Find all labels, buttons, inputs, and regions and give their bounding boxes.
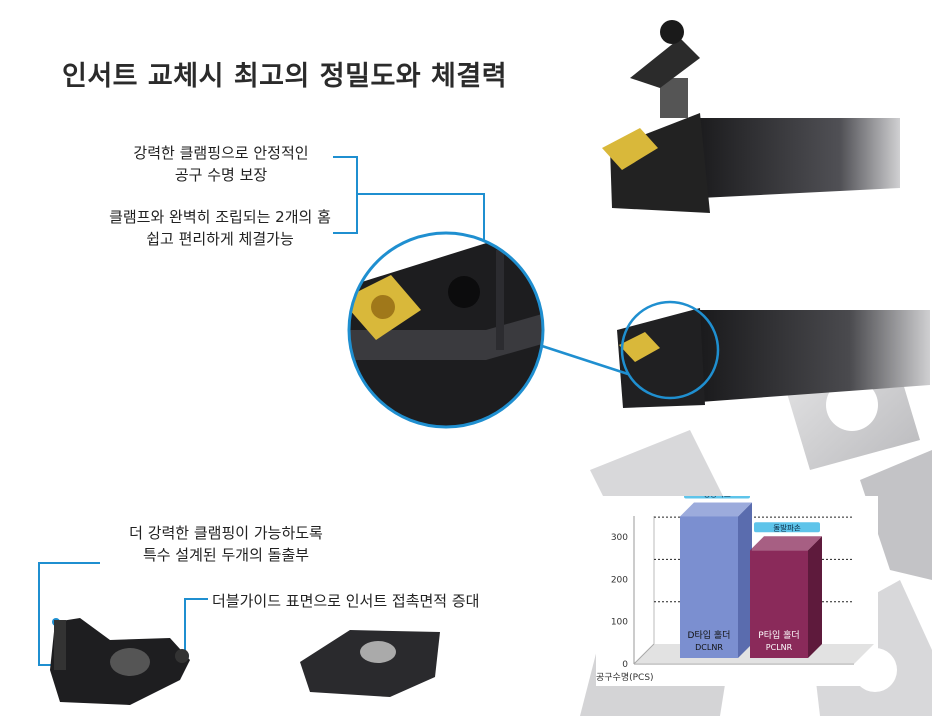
- chart-badge-label: 돌발파손: [773, 523, 801, 532]
- chart-category-label: P타입 홀더: [758, 629, 799, 641]
- page-title: 인서트 교체시 최고의 정밀도와 체결력: [62, 61, 508, 92]
- insert-gold: [602, 128, 658, 170]
- chart-svg: 0 100 200 300 D타입 홀더 DCLNR 정상마모 P타입 홀더 PCLNR 돌발파…: [596, 496, 874, 683]
- callout-clamping-stability: 강력한 클램핑으로 안정적인 공구 수명 보장: [96, 142, 346, 186]
- chart-y-tick-label: 100: [611, 618, 628, 628]
- callout-double-guide: 더블가이드 표면으로 인서트 접촉면적 증대: [212, 592, 480, 610]
- insert-hole: [371, 295, 395, 319]
- chart-category-sublabel: PCLNR: [766, 643, 793, 652]
- chart-category-sublabel: DCLNR: [695, 643, 723, 652]
- chart-bar-side: [808, 536, 822, 658]
- leader-line: [38, 562, 100, 564]
- chart-bar-side: [738, 502, 752, 658]
- leader-line: [483, 193, 485, 273]
- shim-part-illustration: [300, 630, 440, 697]
- callout-line: 강력한 클램핑으로 안정적인: [133, 144, 309, 162]
- leader-line: [184, 598, 186, 654]
- chart-y-tick-label: 0: [622, 660, 628, 670]
- chart-category-label: D타입 홀더: [688, 629, 731, 641]
- chart-bar: [680, 516, 738, 658]
- chart-bar-top: [680, 502, 752, 517]
- insert-shape: [860, 450, 932, 580]
- chart-badge: [754, 522, 820, 533]
- clamp-screw-head: [660, 20, 684, 44]
- callout-protrusions: 더 강력한 클램핑이 가능하도록 특수 설계된 두개의 돌출부: [96, 522, 356, 566]
- connector-line: [541, 344, 629, 376]
- leader-line: [38, 664, 58, 666]
- callout-line: 공구 수명 보장: [174, 166, 268, 184]
- callout-line: 더 강력한 클램핑이 가능하도록: [129, 524, 323, 542]
- clamp-protrusion: [54, 620, 66, 670]
- holder-illustration: [617, 300, 930, 408]
- chart-bar-top: [750, 536, 822, 551]
- chart-badge: [684, 496, 750, 499]
- holder-with-clamp-illustration: [602, 20, 900, 213]
- holder-head: [610, 113, 710, 213]
- callout-two-grooves: 클램프와 완벽히 조립되는 2개의 홈 쉽고 편리하게 체결가능: [70, 206, 370, 250]
- callout-line: 클램프와 완벽히 조립되는 2개의 홈: [109, 208, 331, 226]
- zoom-detail-illustration: [347, 231, 545, 429]
- clamp-protrusion: [175, 649, 189, 663]
- zoom-connector: [541, 344, 629, 376]
- clamp-hole: [110, 648, 150, 676]
- clamp-part-illustration: [50, 618, 190, 705]
- leader-line: [38, 562, 40, 666]
- zoom-circle-large: [347, 231, 545, 429]
- insert-gold: [619, 332, 660, 362]
- insert-hole: [826, 379, 878, 431]
- holder-head: [617, 308, 705, 408]
- leader-line: [184, 598, 208, 600]
- clamp-hole: [448, 276, 480, 308]
- tool-life-chart: 0 100 200 300 D타입 홀더 DCLNR 정상마모 P타입 홀더 PCLNR 돌발파…: [596, 496, 878, 686]
- holder-shank: [700, 118, 900, 198]
- chart-bar: [750, 550, 808, 658]
- leader-line: [356, 193, 484, 195]
- clamp-arm: [630, 38, 700, 88]
- leader-line: [333, 232, 357, 234]
- chart-y-tick-label: 300: [611, 533, 628, 543]
- zoom-circle-small: [620, 300, 720, 400]
- chart-y-tick-label: 200: [611, 575, 628, 585]
- shim-hole: [360, 641, 396, 663]
- clamp-spring: [660, 78, 688, 118]
- shim-body: [300, 630, 440, 697]
- chart-badge-label: 정상마모: [703, 496, 731, 498]
- chart-y-label: 공구수명(PCS): [596, 672, 654, 683]
- callout-line: 특수 설계된 두개의 돌출부: [142, 546, 310, 564]
- holder-shank: [700, 310, 930, 402]
- leader-line: [356, 156, 358, 234]
- leader-line: [333, 156, 357, 158]
- callout-line: 쉽고 편리하게 체결가능: [146, 230, 294, 248]
